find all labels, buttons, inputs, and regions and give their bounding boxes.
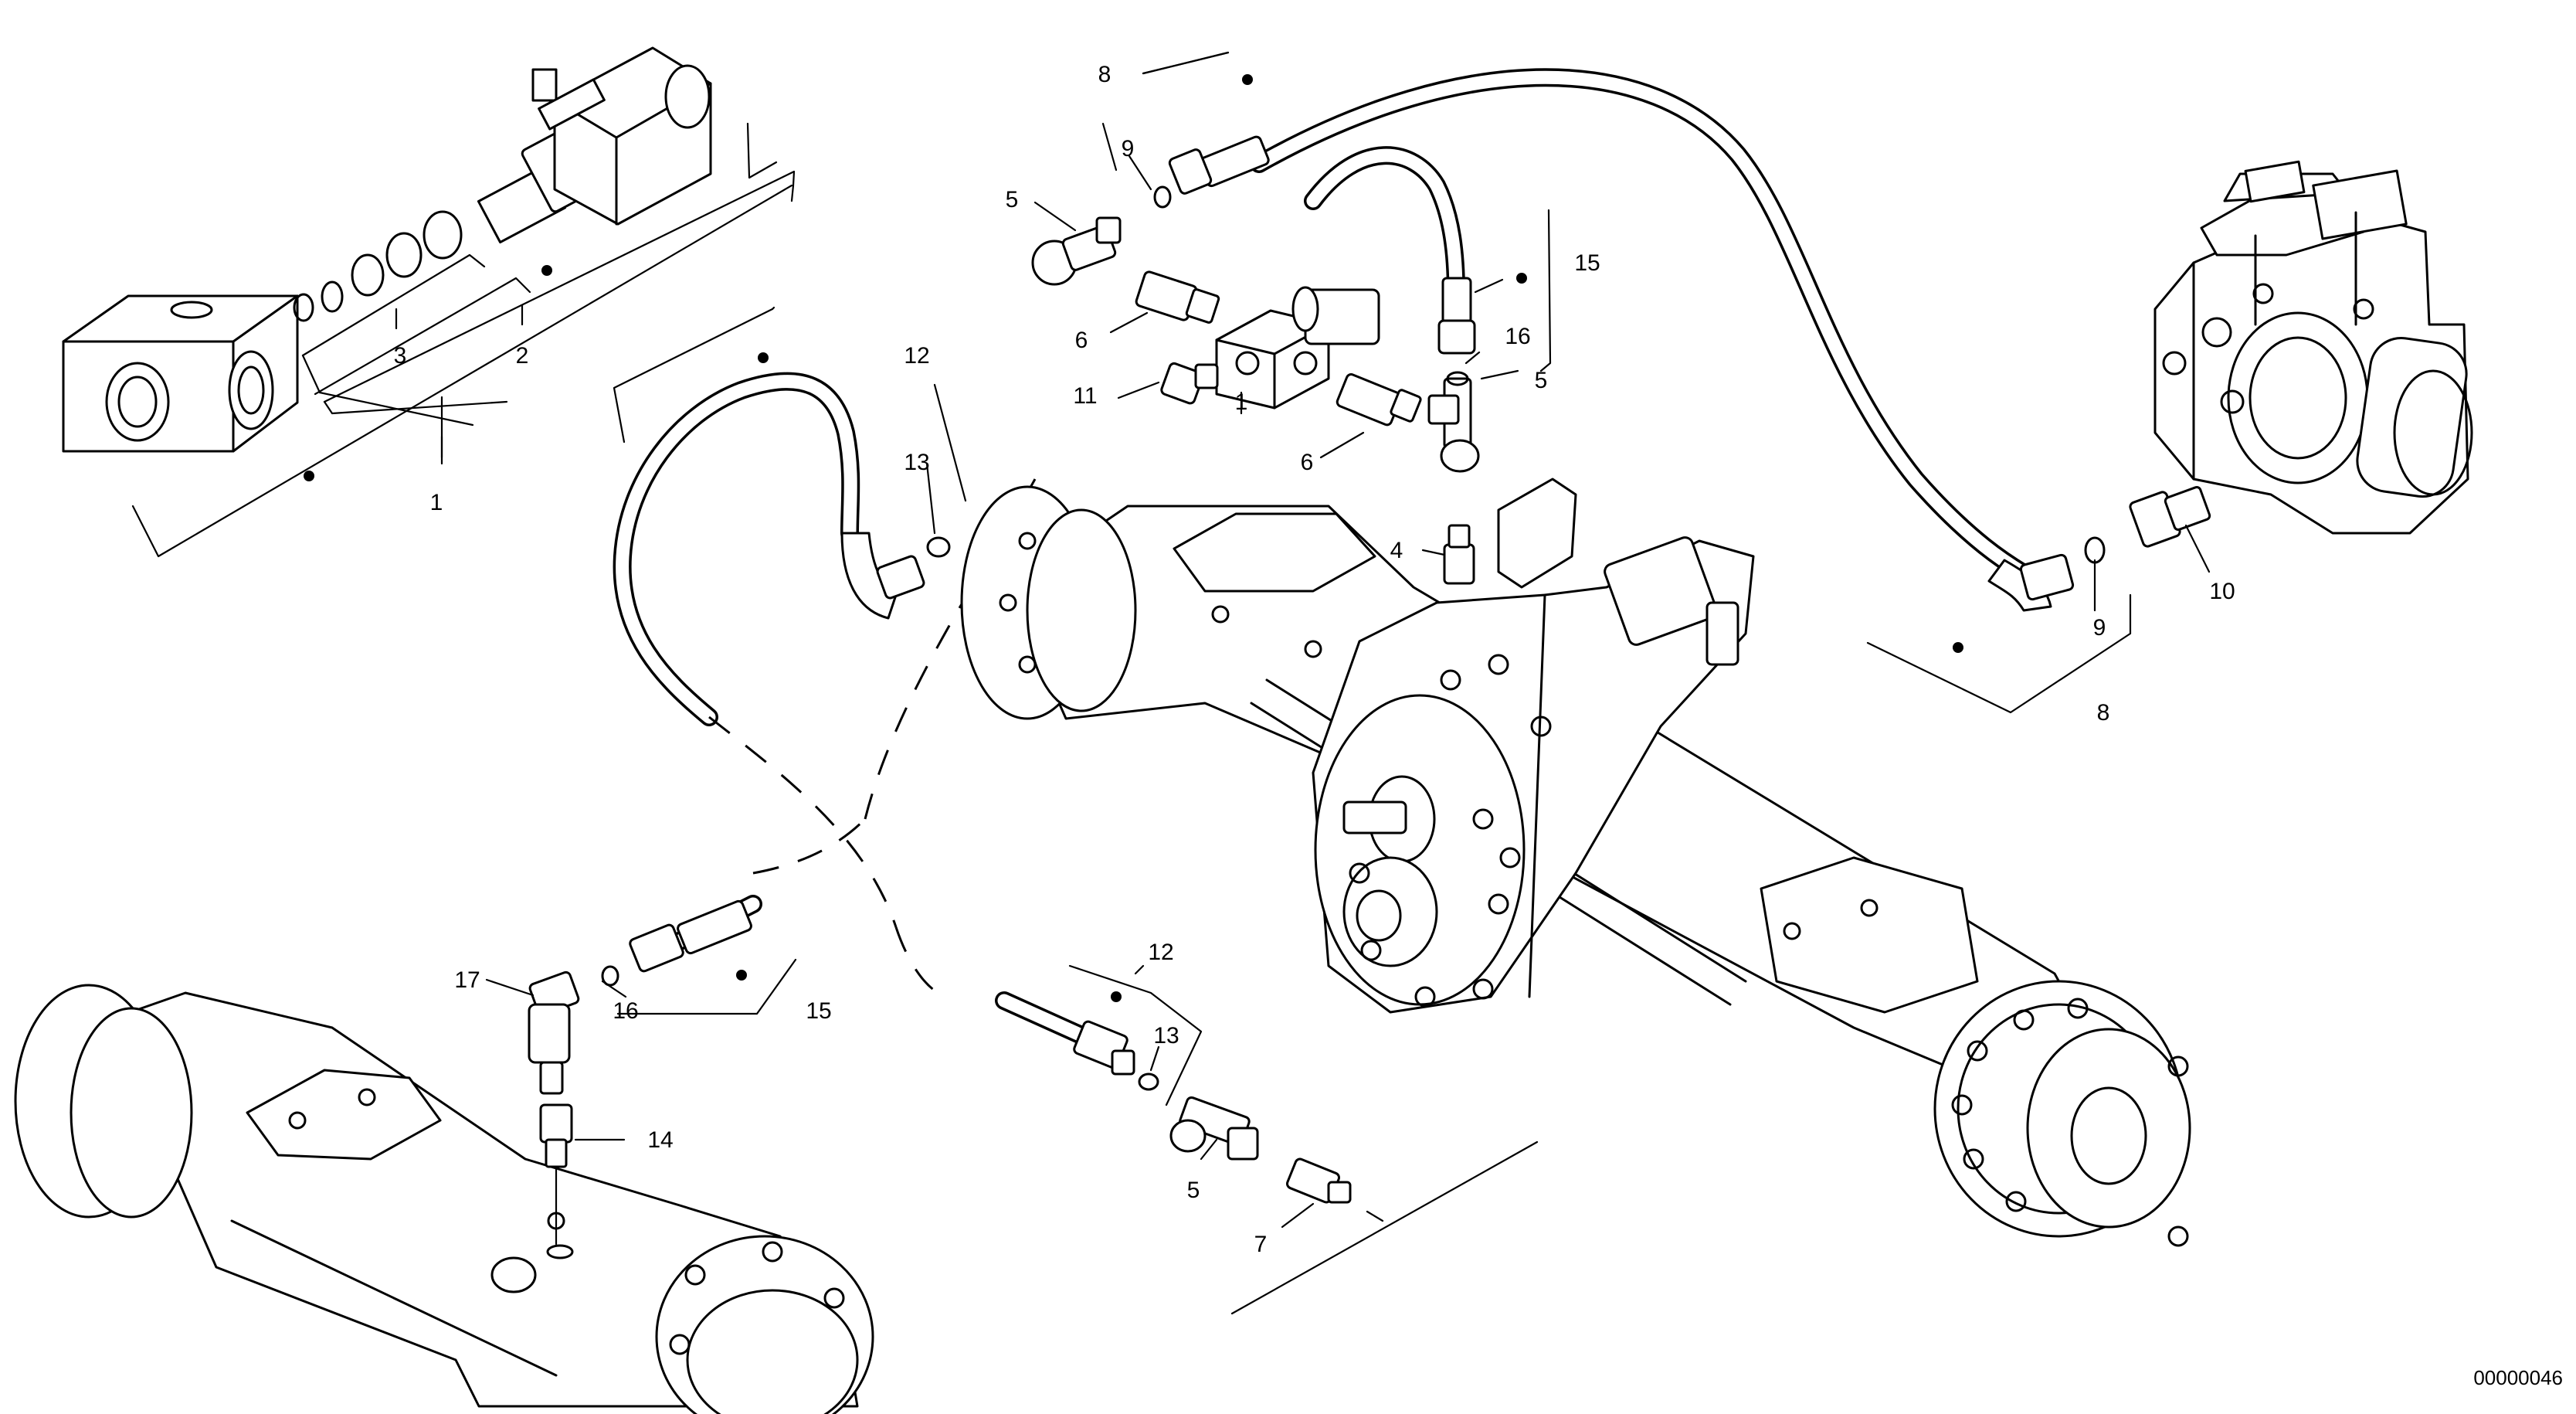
gearbox-icon [1312, 478, 1755, 1014]
note-dot [736, 970, 747, 981]
seal-ring-icon [2084, 536, 2106, 564]
solenoid-valve-icon [1215, 286, 1380, 410]
note-dot [1242, 74, 1253, 85]
solenoid-valve-icon [477, 46, 712, 244]
tee-fitting-icon [1031, 216, 1122, 286]
callout-11: 11 [1073, 383, 1097, 409]
elbow-fitting-icon [840, 532, 925, 620]
hydraulic-hose-icon [1304, 146, 1465, 303]
note-dot [1953, 642, 1963, 653]
callout-15: 15 [1574, 250, 1600, 276]
callout-2: 2 [516, 343, 529, 369]
tee-fitting-icon [1169, 1096, 1259, 1161]
elbow-fitting-icon [1987, 553, 2075, 612]
seal-ring-icon [1153, 185, 1172, 209]
fitting-icon [1336, 373, 1422, 427]
callout-1: 1 [430, 490, 443, 515]
seal-ring-icon [293, 210, 463, 322]
note-dot [1111, 991, 1122, 1002]
callout-17: 17 [454, 967, 480, 993]
callout-9: 9 [1122, 136, 1135, 161]
callout-6-mid: 6 [1301, 450, 1314, 475]
callout-5-mid: 5 [1535, 368, 1548, 393]
seal-ring-icon [601, 965, 619, 987]
callout-3: 3 [394, 343, 407, 369]
pressure-switch-icon [539, 1103, 573, 1168]
callout-13: 13 [904, 450, 929, 475]
pressure-switch-icon [1286, 1157, 1352, 1204]
callout-9-right: 9 [2093, 615, 2106, 641]
fitting-icon [1135, 270, 1220, 324]
callout-6: 6 [1075, 328, 1088, 353]
callout-15-bot: 15 [806, 998, 831, 1024]
callout-12-bot: 12 [1148, 940, 1173, 965]
hydraulic-hose-icon [613, 372, 860, 726]
axle-icon [1933, 980, 2191, 1247]
valve-block-icon [62, 294, 299, 453]
callout-5: 5 [1006, 187, 1019, 212]
seal-ring-icon [1446, 371, 1469, 386]
pressure-switch-icon [1443, 524, 1475, 585]
hydraulic-hose-icon [995, 991, 1091, 1045]
tee-fitting-icon [1427, 377, 1480, 473]
callout-5-bot: 5 [1187, 1178, 1200, 1203]
note-dot [304, 471, 314, 481]
callout-8-right: 8 [2097, 700, 2110, 726]
hydraulic-hose-icon [1250, 68, 2033, 583]
leader-lines [395, 155, 2211, 1229]
seal-ring-icon [1138, 1072, 1159, 1091]
seal-ring-icon [926, 536, 951, 558]
note-dot [758, 352, 769, 363]
callout-13-bot: 13 [1153, 1023, 1179, 1049]
fitting-icon [2129, 486, 2211, 548]
note-dot [541, 265, 552, 276]
callout-14: 14 [647, 1127, 673, 1153]
note-dot [1516, 273, 1527, 284]
callout-16-bot: 16 [613, 998, 638, 1024]
fitting-icon [629, 899, 752, 973]
elbow-fitting-icon [528, 970, 580, 1095]
callout-4: 4 [1390, 538, 1403, 563]
callout-12: 12 [904, 343, 929, 369]
callout-7: 7 [1254, 1232, 1268, 1257]
axle-icon [14, 984, 874, 1414]
fitting-icon [1160, 362, 1219, 405]
callout-1-mid: 1 [1235, 389, 1248, 415]
fitting-icon [1168, 135, 1270, 195]
callout-10: 10 [2209, 579, 2235, 604]
fitting-icon [1073, 1020, 1135, 1076]
hydraulic-pump-icon [2153, 160, 2473, 535]
callout-16: 16 [1505, 324, 1530, 349]
drawing-code: 00000046 [2473, 1366, 2563, 1389]
callout-8: 8 [1098, 62, 1112, 87]
fitting-icon [1437, 277, 1476, 355]
